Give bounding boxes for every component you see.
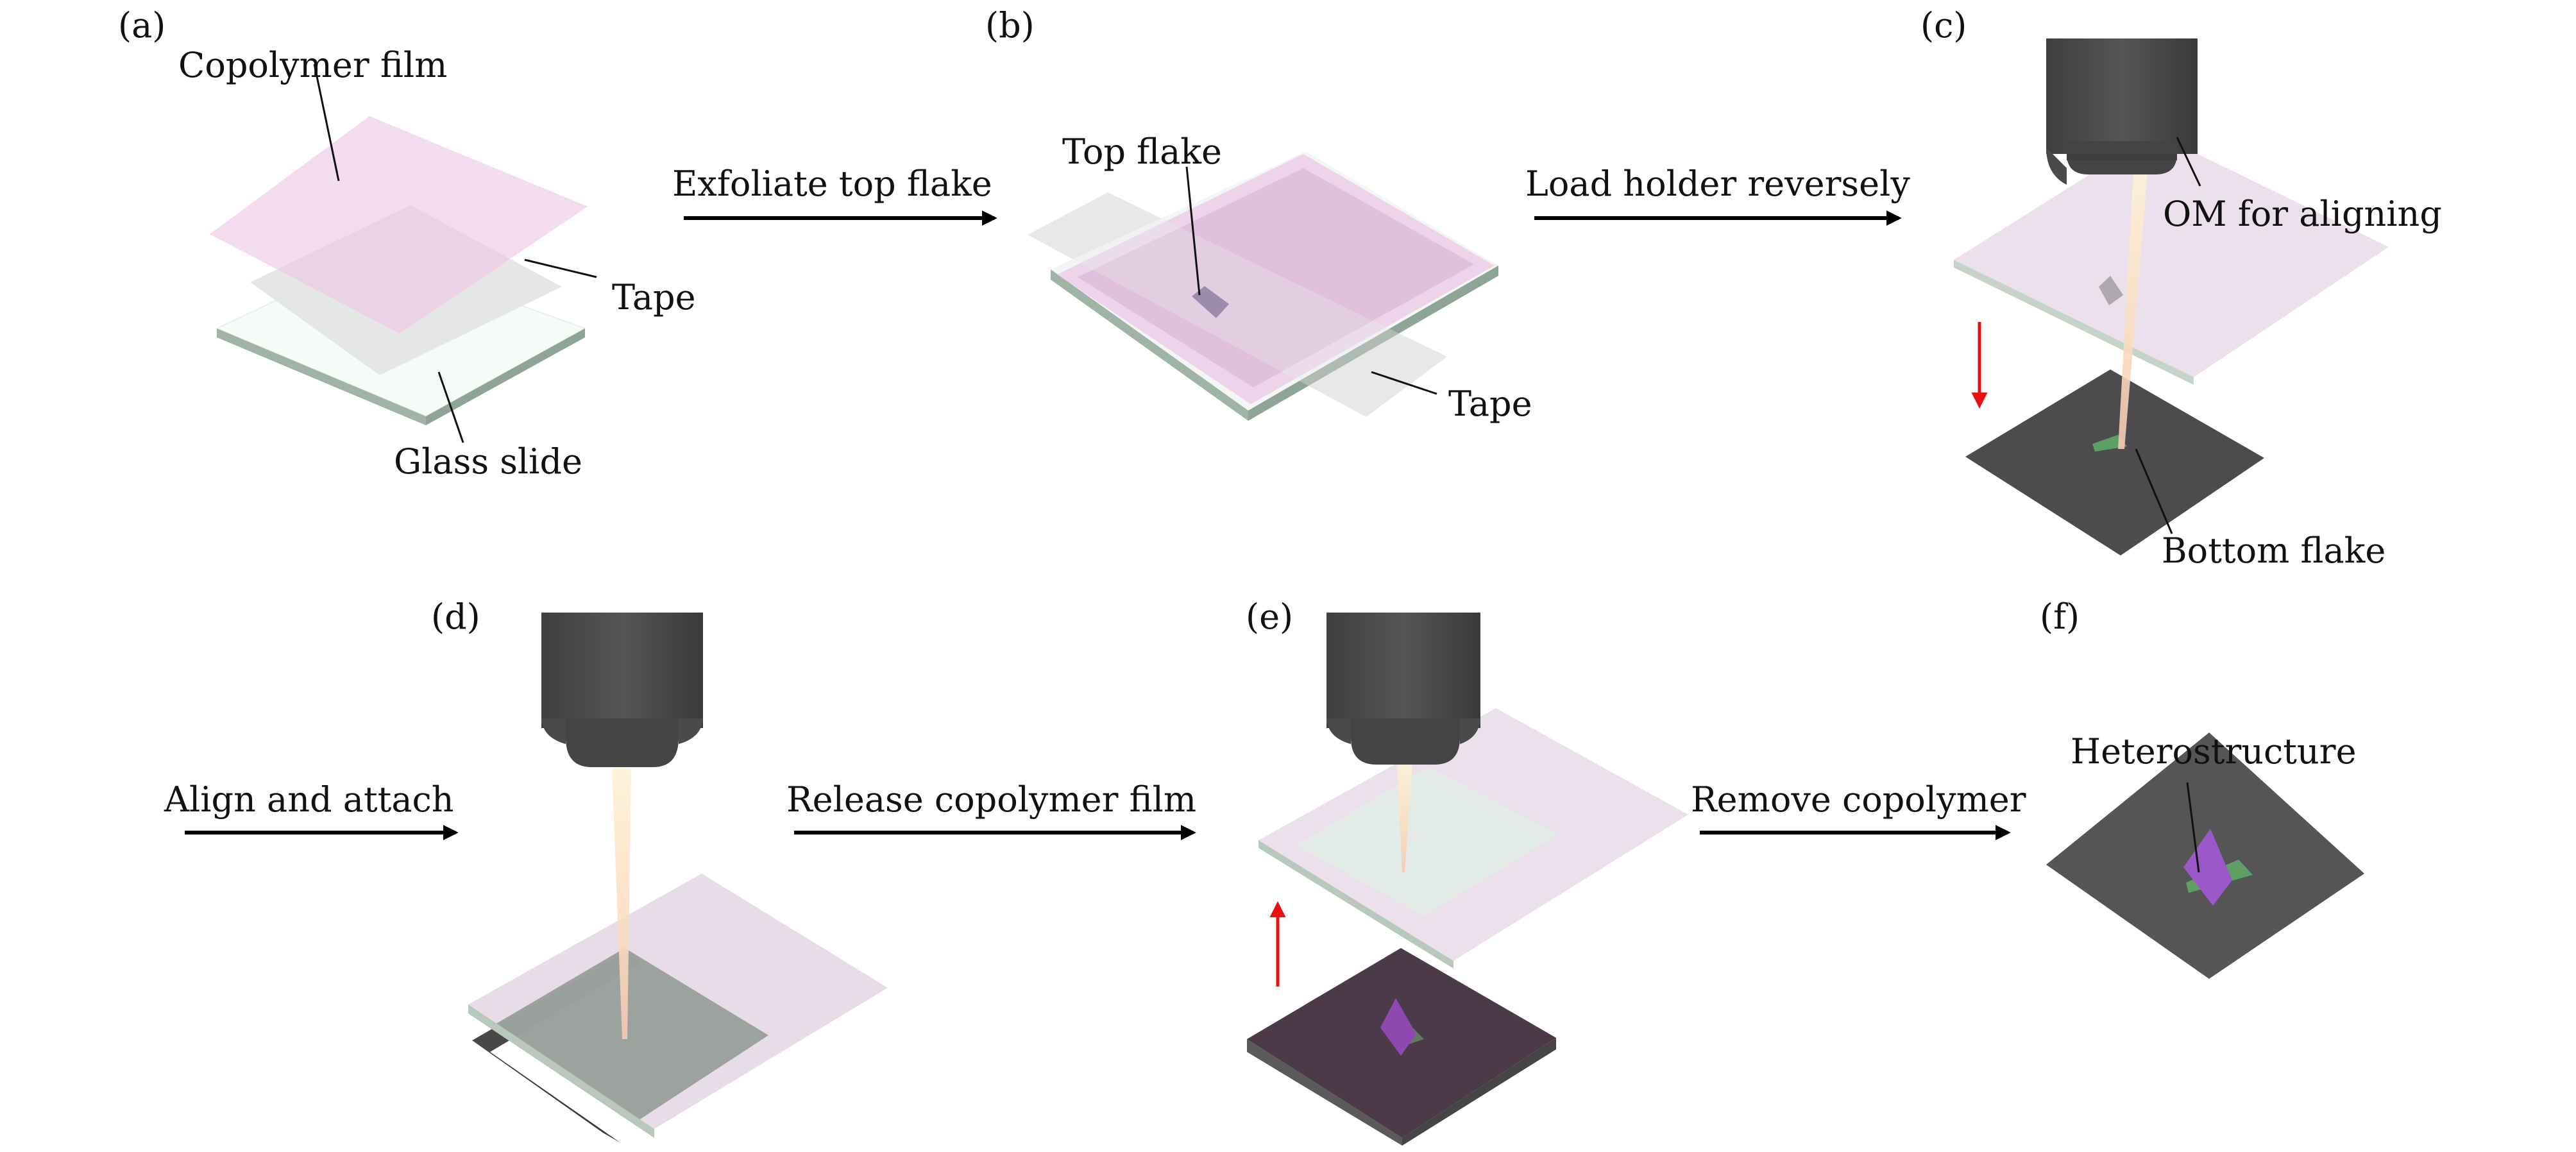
step-exfoliate: Exfoliate top flake: [672, 164, 997, 226]
leader-tape: [524, 258, 597, 278]
step-label-align: Align and attach: [164, 779, 454, 820]
leader-heterostructure: [2186, 782, 2200, 873]
panel-f: (f) Heterostructure: [2040, 597, 2364, 979]
leader-bottom-flake: [2135, 448, 2173, 534]
leader-om: [2176, 137, 2201, 187]
annotation-heterostructure: Heterostructure: [2071, 731, 2357, 772]
panel-a: (a) Copolymer film Tape Glass slide: [118, 5, 696, 482]
panel-label-c: (c): [1920, 5, 1967, 46]
light-beam-c: [2118, 173, 2148, 449]
annotation-copolymer-film: Copolymer film: [178, 45, 447, 85]
substrate-c: [1965, 369, 2264, 555]
panel-c: (c) OM for aligning Bottom flake: [1920, 5, 2442, 571]
step-align: Align and attach: [164, 779, 459, 840]
annotation-tape-a: Tape: [612, 277, 696, 318]
objective-lens-c: [2046, 38, 2198, 185]
top-flake: [1192, 286, 1229, 318]
annotation-glass-slide: Glass slide: [394, 441, 582, 482]
panel-label-b: (b): [985, 5, 1035, 46]
heterostructure-e: [1380, 998, 1416, 1056]
panel-d: (d): [431, 597, 888, 1143]
top-flake-f: [2183, 829, 2232, 906]
light-beam-e: [1397, 763, 1412, 872]
copolymer-film-layer: [210, 116, 588, 334]
panel-b: (b) Top flake Tape: [985, 5, 1532, 424]
objective-lens-d: [541, 613, 703, 767]
light-beam-d: [612, 768, 631, 1039]
step-remove: Remove copolymer: [1691, 779, 2026, 840]
step-release: Release copolymer film: [786, 779, 1196, 840]
step-label-release: Release copolymer film: [786, 779, 1196, 820]
panel-label-a: (a): [118, 5, 165, 46]
panel-e: (e): [1246, 597, 1688, 1146]
step-label-exfoliate: Exfoliate top flake: [672, 164, 992, 204]
glass-holder-c: [1954, 133, 2389, 377]
leader-glass-slide: [437, 371, 464, 443]
step-load-holder: Load holder reversely: [1525, 164, 1910, 226]
annotation-tape-b: Tape: [1448, 384, 1532, 424]
panel-label-e: (e): [1246, 597, 1293, 637]
annotation-bottom-flake: Bottom flake: [2162, 530, 2385, 571]
leader-copolymer-film: [313, 64, 340, 182]
annotation-om: OM for aligning: [2163, 194, 2442, 234]
leader-top-flake: [1185, 166, 1201, 296]
objective-lens-e: [1326, 613, 1480, 765]
annotation-top-flake: Top flake: [1062, 131, 1222, 172]
leader-tape-b: [1371, 371, 1437, 395]
panel-label-d: (d): [431, 597, 480, 637]
step-label-remove: Remove copolymer: [1691, 779, 2026, 820]
step-label-load-holder: Load holder reversely: [1525, 164, 1910, 204]
panel-label-f: (f): [2040, 597, 2080, 637]
